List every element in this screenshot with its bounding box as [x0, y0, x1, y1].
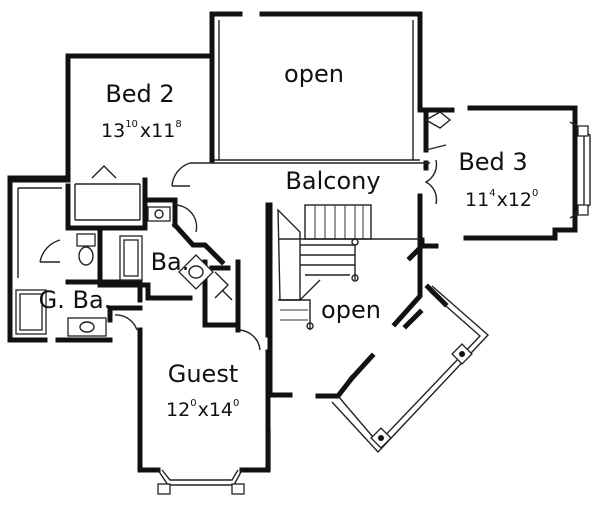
room-name-bed2: Bed 2	[105, 80, 174, 108]
fixtures	[15, 206, 214, 337]
staircase	[277, 204, 420, 330]
room-name-bed3: Bed 3	[458, 148, 527, 176]
room-name-guest: Guest	[168, 360, 239, 388]
windows	[157, 121, 591, 495]
room-name-ba: Ba.	[151, 248, 190, 276]
doors	[39, 111, 452, 351]
room-dimensions-guest: 120x140	[166, 398, 239, 421]
room-name-open-mid: open	[321, 296, 381, 324]
room-name-balcony: Balcony	[285, 167, 380, 195]
room-name-open-top: open	[284, 60, 344, 88]
room-dimensions-bed3: 114x120	[465, 188, 538, 211]
walls	[7, 11, 578, 473]
room-name-gba: G. Ba.	[39, 286, 112, 314]
